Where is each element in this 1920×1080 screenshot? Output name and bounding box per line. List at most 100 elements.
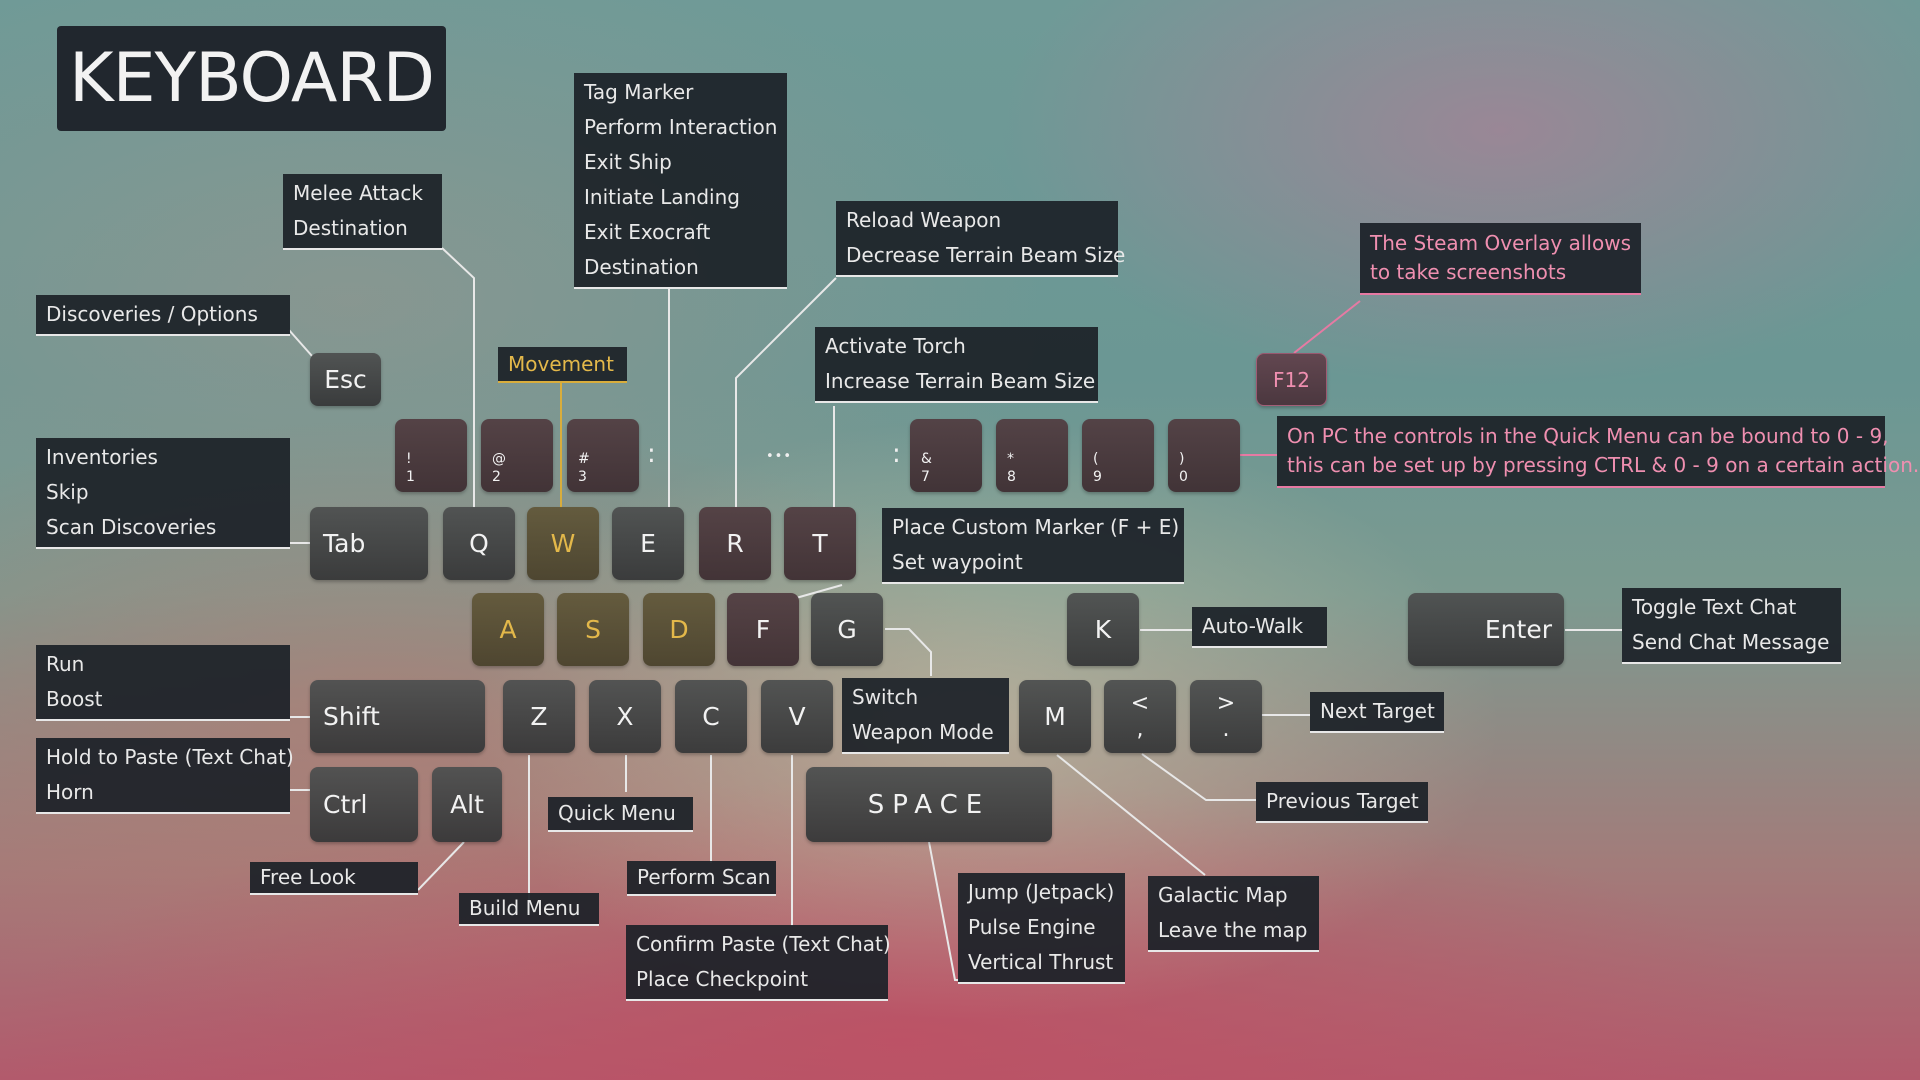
t-key[interactable]: T: [784, 507, 856, 580]
z-key[interactable]: Z: [503, 680, 575, 753]
alt-label: Free Look: [250, 862, 418, 895]
space-label-line: Pulse Engine: [968, 915, 1096, 939]
tab-key[interactable]: Tab: [310, 507, 428, 580]
enter-label: Toggle Text Chat Send Chat Message: [1622, 588, 1841, 664]
f12-label: The Steam Overlay allows to take screens…: [1360, 223, 1641, 295]
f-label-line: Set waypoint: [892, 550, 1023, 574]
key-8[interactable]: * 8: [996, 419, 1068, 492]
r-label-line: Decrease Terrain Beam Size: [846, 243, 1126, 267]
m-label-line: Galactic Map: [1158, 883, 1288, 907]
alt-key[interactable]: Alt: [432, 767, 502, 842]
x-key[interactable]: X: [589, 680, 661, 753]
less-than-key[interactable]: < ,: [1104, 680, 1176, 753]
r-label-line: Reload Weapon: [846, 208, 1002, 232]
w-key[interactable]: W: [527, 507, 599, 580]
key-2[interactable]: @ 2: [481, 419, 553, 492]
key-1-main: 1: [406, 469, 415, 485]
colon-separator-right: :: [892, 439, 901, 469]
greater-than-shift: >: [1216, 690, 1236, 716]
key-9-shift: (: [1093, 451, 1099, 467]
key-8-main: 8: [1007, 469, 1016, 485]
numbers-label-line: On PC the controls in the Quick Menu can…: [1287, 424, 1889, 448]
v-key[interactable]: V: [761, 680, 833, 753]
f12-key[interactable]: F12: [1256, 353, 1327, 406]
e-label-line: Destination: [584, 255, 699, 279]
a-key[interactable]: A: [472, 593, 544, 666]
less-than-label: Previous Target: [1256, 782, 1428, 823]
e-key[interactable]: E: [612, 507, 684, 580]
esc-label-line: Discoveries / Options: [46, 302, 258, 326]
numbers-label-line: this can be set up by pressing CTRL & 0 …: [1287, 453, 1920, 477]
space-label-line: Jump (Jetpack): [968, 880, 1115, 904]
key-7[interactable]: & 7: [910, 419, 982, 492]
k-key[interactable]: K: [1067, 593, 1139, 666]
alt-label-line: Free Look: [260, 865, 356, 889]
e-label-line: Exit Exocraft: [584, 220, 711, 244]
ctrl-label: Hold to Paste (Text Chat) Horn: [36, 738, 294, 814]
z-label-line: Build Menu: [469, 896, 581, 920]
key-0-shift: ): [1179, 451, 1185, 467]
v-label-line: Place Checkpoint: [636, 967, 809, 991]
space-key[interactable]: SPACE: [806, 767, 1052, 842]
less-than-shift: <: [1130, 690, 1150, 716]
m-label: Galactic Map Leave the map: [1148, 876, 1319, 952]
q-key[interactable]: Q: [443, 507, 515, 580]
greater-than-label: Next Target: [1310, 692, 1444, 733]
numbers-label: On PC the controls in the Quick Menu can…: [1277, 416, 1920, 488]
period-main: .: [1222, 716, 1230, 742]
key-8-shift: *: [1007, 451, 1014, 467]
g-key[interactable]: G: [811, 593, 883, 666]
d-key[interactable]: D: [643, 593, 715, 666]
g-label-line: Switch: [852, 685, 919, 709]
f12-label-line: to take screenshots: [1370, 260, 1567, 284]
comma-main: ,: [1136, 716, 1144, 742]
x-label-line: Quick Menu: [558, 801, 676, 825]
e-label: Tag Marker Perform Interaction Exit Ship…: [574, 73, 787, 289]
shift-label-line: Run: [46, 652, 85, 676]
e-label-line: Exit Ship: [584, 150, 672, 174]
key-2-main: 2: [492, 469, 501, 485]
s-key[interactable]: S: [557, 593, 629, 666]
r-key[interactable]: R: [699, 507, 771, 580]
tab-label-line: Skip: [46, 480, 89, 504]
colon-separator-left: :: [647, 439, 656, 469]
key-1[interactable]: ! 1: [395, 419, 467, 492]
space-label-line: Vertical Thrust: [968, 950, 1114, 974]
enter-label-line: Send Chat Message: [1632, 630, 1830, 654]
less-than-label-line: Previous Target: [1266, 789, 1419, 813]
greater-than-key[interactable]: > .: [1190, 680, 1262, 753]
esc-key[interactable]: Esc: [310, 353, 381, 406]
t-label: Activate Torch Increase Terrain Beam Siz…: [815, 327, 1098, 403]
key-7-shift: &: [921, 451, 932, 467]
greater-than-label-line: Next Target: [1320, 699, 1435, 723]
k-label-line: Auto-Walk: [1202, 614, 1304, 638]
key-9[interactable]: ( 9: [1082, 419, 1154, 492]
q-label-line: Destination: [293, 216, 408, 240]
key-0[interactable]: ) 0: [1168, 419, 1240, 492]
m-key[interactable]: M: [1019, 680, 1091, 753]
ctrl-key[interactable]: Ctrl: [310, 767, 418, 842]
shift-label: Run Boost: [36, 645, 290, 721]
movement-label-line: Movement: [508, 352, 614, 376]
f-label: Place Custom Marker (F + E) Set waypoint: [882, 508, 1184, 584]
key-3-shift: #: [578, 451, 590, 467]
x-label: Quick Menu: [548, 797, 693, 832]
g-label-line: Weapon Mode: [852, 720, 994, 744]
v-label: Confirm Paste (Text Chat) Place Checkpoi…: [626, 925, 891, 1001]
ctrl-label-line: Horn: [46, 780, 94, 804]
page-title: KEYBOARD: [57, 26, 446, 131]
shift-key[interactable]: Shift: [310, 680, 485, 753]
e-label-line: Perform Interaction: [584, 115, 778, 139]
f-key[interactable]: F: [727, 593, 799, 666]
e-label-line: Initiate Landing: [584, 185, 740, 209]
z-label: Build Menu: [459, 893, 599, 926]
tab-label-line: Scan Discoveries: [46, 515, 217, 539]
m-label-line: Leave the map: [1158, 918, 1308, 942]
enter-key[interactable]: Enter: [1408, 593, 1564, 666]
key-3[interactable]: # 3: [567, 419, 639, 492]
enter-label-line: Toggle Text Chat: [1632, 595, 1797, 619]
key-7-main: 7: [921, 469, 930, 485]
q-label: Melee Attack Destination: [283, 174, 442, 250]
c-key[interactable]: C: [675, 680, 747, 753]
